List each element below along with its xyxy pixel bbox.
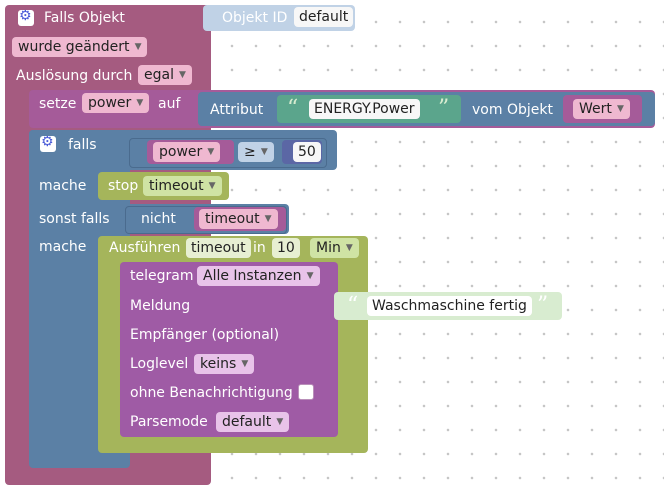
chevron-down-icon: ▼	[179, 70, 186, 80]
chevron-down-icon: ▼	[136, 98, 144, 108]
not-variable-label: timeout	[205, 211, 260, 227]
object-id-label: Objekt ID	[222, 10, 288, 26]
if-label: falls	[68, 137, 97, 153]
instance-dropdown-label: Alle Instanzen	[203, 268, 302, 284]
do2-label: mache	[39, 239, 87, 255]
telegram-block[interactable]	[120, 262, 338, 437]
elseif-label: sonst falls	[39, 211, 110, 227]
delay-field[interactable]: 10	[272, 238, 300, 258]
compare-variable-dropdown[interactable]: power ▼	[153, 142, 221, 162]
attribute-label: Attribut	[210, 102, 264, 118]
stop-label: stop	[108, 178, 139, 194]
changed-dropdown[interactable]: wurde geändert ▼	[12, 37, 148, 57]
parsemode-dropdown-label: default	[222, 414, 272, 430]
gear-icon[interactable]	[18, 8, 34, 26]
chevron-down-icon: ▼	[276, 417, 284, 427]
loglevel-dropdown-label: keins	[200, 356, 237, 372]
telegram-label: telegram	[130, 268, 194, 284]
operator-dropdown[interactable]: ≥▼	[238, 142, 274, 162]
recipient-label: Empfänger (optional)	[130, 327, 280, 343]
close-quote-icon: ”	[438, 96, 450, 121]
message-label: Meldung	[130, 298, 191, 314]
compare-variable-label: power	[159, 144, 203, 160]
chevron-down-icon: ▼	[208, 181, 216, 191]
in-label: in	[253, 240, 266, 256]
trigger-label: Auslösung durch	[16, 68, 133, 84]
set-suffix: auf	[158, 96, 181, 112]
from-object-dropdown[interactable]: Wert ▼	[573, 99, 630, 119]
trigger-dropdown-label: egal	[144, 67, 174, 83]
chevron-down-icon: ▼	[345, 243, 353, 253]
silent-label: ohne Benachrichtigung	[130, 385, 293, 401]
event-title: Falls Objekt	[44, 10, 125, 26]
open-quote-icon: “	[347, 293, 359, 318]
chevron-down-icon: ▼	[616, 104, 624, 114]
chevron-down-icon: ▼	[134, 42, 142, 52]
loglevel-dropdown[interactable]: keins ▼	[194, 354, 255, 374]
close-quote-icon: ”	[537, 293, 549, 318]
chevron-down-icon: ▼	[264, 214, 272, 224]
set-variable-dropdown[interactable]: power ▼	[82, 93, 150, 113]
stop-variable-dropdown[interactable]: timeout ▼	[143, 176, 222, 196]
loglevel-label: Loglevel	[130, 356, 189, 372]
open-quote-icon: “	[287, 96, 299, 121]
instance-dropdown[interactable]: Alle Instanzen ▼	[197, 266, 320, 286]
chevron-down-icon: ▼	[241, 359, 249, 369]
chevron-down-icon: ▼	[306, 271, 314, 281]
trigger-dropdown[interactable]: egal ▼	[138, 65, 192, 85]
from-object-dropdown-label: Wert	[579, 101, 612, 117]
set-label: setze	[39, 96, 77, 112]
parsemode-dropdown[interactable]: default ▼	[216, 412, 290, 432]
gear-icon[interactable]	[40, 134, 56, 152]
changed-dropdown-label: wurde geändert	[18, 39, 130, 55]
operator-label: ≥	[244, 144, 256, 160]
timeout-variable-field[interactable]: timeout	[186, 238, 251, 258]
parsemode-label: Parsemode	[130, 414, 208, 430]
object-id-field[interactable]: default	[294, 7, 354, 27]
message-text-field[interactable]: Waschmaschine fertig	[367, 296, 532, 316]
unit-dropdown[interactable]: Min ▼	[310, 238, 359, 258]
silent-checkbox[interactable]	[298, 384, 314, 400]
set-variable-label: power	[88, 95, 132, 111]
unit-dropdown-label: Min	[316, 240, 341, 256]
stop-variable-label: timeout	[149, 178, 204, 194]
not-variable-dropdown[interactable]: timeout ▼	[199, 209, 278, 229]
do-label: mache	[39, 178, 87, 194]
timeout-label: Ausführen	[109, 240, 181, 256]
not-label: nicht	[141, 211, 176, 227]
from-object-label: vom Objekt	[472, 102, 553, 118]
chevron-down-icon: ▼	[207, 147, 215, 157]
chevron-down-icon: ▼	[260, 147, 268, 157]
compare-value-field[interactable]: 50	[293, 142, 321, 162]
attribute-text-field[interactable]: ENERGY.Power	[309, 99, 420, 119]
